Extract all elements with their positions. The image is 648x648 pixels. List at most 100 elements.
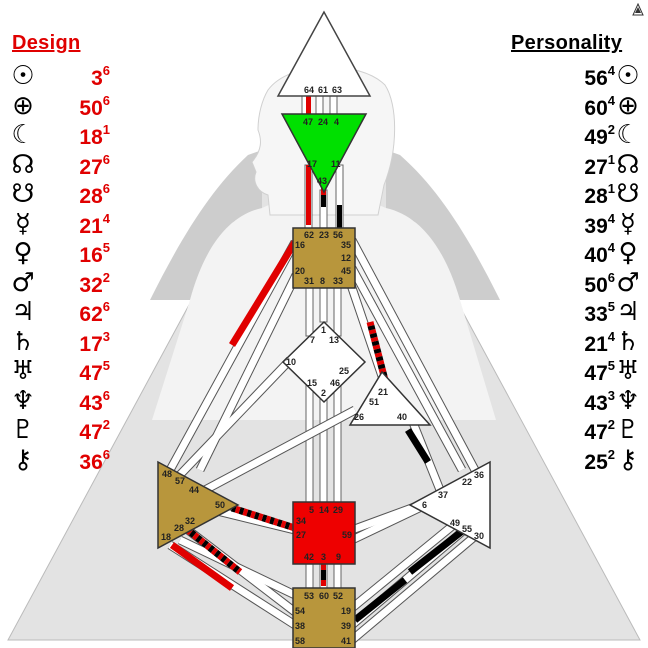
gate-label: 10 xyxy=(286,357,296,367)
design-activation-value: 506 xyxy=(50,89,110,123)
design-activation-value: 36 xyxy=(50,59,110,93)
gate-number: 47 xyxy=(79,362,103,385)
personality-activation-value: 506 xyxy=(555,266,615,300)
gate-label: 56 xyxy=(333,230,343,240)
line-number: 5 xyxy=(102,358,110,373)
gate-label: 63 xyxy=(332,85,342,95)
gate-number: 18 xyxy=(79,126,103,149)
gate-number: 17 xyxy=(79,332,103,356)
design-row-moon: ☾ 181 xyxy=(10,121,150,149)
design-activation-value: 165 xyxy=(50,236,110,270)
warning-triangle-icon[interactable] xyxy=(632,3,644,17)
north-node-icon: ☊ xyxy=(11,149,35,180)
gate-label: 21 xyxy=(378,387,388,397)
design-activation-value: 173 xyxy=(50,325,110,359)
chiron-icon: ⚷ xyxy=(13,444,33,475)
design-activation-value: 181 xyxy=(50,118,110,152)
activation-16 xyxy=(229,240,298,347)
gate-label: 20 xyxy=(295,266,305,276)
channel-2-14 xyxy=(319,394,328,506)
gate-number: 47 xyxy=(584,421,608,444)
activation-50b xyxy=(230,504,297,532)
gate-number: 47 xyxy=(584,362,608,385)
design-row-pluto: ♇472 xyxy=(10,416,150,444)
gate-label: 7 xyxy=(310,335,315,345)
mercury-icon: ☿ xyxy=(15,208,31,239)
activation-28 xyxy=(185,527,243,575)
line-number: 6 xyxy=(102,387,110,403)
personality-row-south-node: ☋281 xyxy=(505,180,645,208)
design-row-mercury: ☿ 214 xyxy=(10,210,150,238)
design-activation-value: 276 xyxy=(50,148,110,182)
solar-plexus-center xyxy=(408,460,491,550)
personality-activation-value: 271 xyxy=(555,148,615,182)
design-row-mars: ♂322 xyxy=(10,269,150,297)
personality-row-neptune: ♆433 xyxy=(505,387,645,415)
line-number: 5 xyxy=(607,358,615,373)
gate-label: 55 xyxy=(462,524,472,534)
gate-label: 3 xyxy=(321,552,326,562)
design-activation-value: 366 xyxy=(50,443,110,477)
personality-row-earth: ⊕604 xyxy=(505,92,645,120)
gate-label: 43 xyxy=(317,176,327,186)
line-number: 6 xyxy=(607,269,615,285)
gate-label: 22 xyxy=(462,477,472,487)
design-activation-value: 475 xyxy=(50,354,110,388)
personality-activation-value: 335 xyxy=(555,295,615,329)
activation-50 xyxy=(230,504,297,532)
throat-center xyxy=(292,227,356,289)
gate-number: 47 xyxy=(79,421,103,444)
activation-39 xyxy=(352,577,408,623)
gate-label: 16 xyxy=(295,240,305,250)
gate-label: 9 xyxy=(336,552,341,562)
line-number: 3 xyxy=(102,328,110,344)
gate-label: 25 xyxy=(339,366,349,376)
gate-number: 21 xyxy=(79,214,103,238)
gate-label: 47 xyxy=(303,117,313,127)
moon-icon: ☾ xyxy=(11,120,35,150)
gate-label: 35 xyxy=(341,240,351,250)
gate-number: 62 xyxy=(79,303,103,326)
design-row-jupiter: ♃626 xyxy=(10,298,150,326)
personality-activation-value: 564 xyxy=(555,59,615,93)
personality-title: Personality xyxy=(511,32,623,54)
silhouette-shade-right xyxy=(386,150,500,300)
gate-label: 29 xyxy=(333,505,343,515)
gate-label: 14 xyxy=(319,505,329,515)
personality-activation-value: 492 xyxy=(555,118,615,152)
sun-icon: ☉ xyxy=(616,61,640,91)
personality-activation-value: 281 xyxy=(555,177,615,211)
silhouette-shade-left xyxy=(150,150,262,300)
line-number: 6 xyxy=(102,299,110,314)
gate-label: 45 xyxy=(341,266,351,276)
line-number: 4 xyxy=(607,328,615,344)
design-row-earth: ⊕506 xyxy=(10,92,150,120)
personality-row-uranus: ♅475 xyxy=(505,357,645,385)
design-row-south-node: ☋286 xyxy=(10,180,150,208)
venus-icon: ♀ xyxy=(13,238,33,268)
design-title: Design xyxy=(12,32,81,54)
gate-label: 1 xyxy=(321,325,326,335)
neptune-icon: ♆ xyxy=(616,385,640,416)
gate-label: 51 xyxy=(369,397,379,407)
design-row-north-node: ☊ 276 xyxy=(10,151,150,179)
line-number: 5 xyxy=(607,299,615,314)
personality-activation-value: 433 xyxy=(555,384,615,418)
design-activation-value: 214 xyxy=(50,207,110,241)
gate-label: 50 xyxy=(215,500,225,510)
channel-31-7 xyxy=(305,285,314,337)
activation-21b xyxy=(366,321,389,381)
channel-9-52 xyxy=(333,561,342,591)
channel-61-24 xyxy=(315,95,324,117)
activation-11 xyxy=(337,205,342,230)
personality-row-north-node: ☊271 xyxy=(505,151,645,179)
channel-33-13 xyxy=(333,285,342,337)
line-number: 2 xyxy=(607,122,615,137)
gate-label: 60 xyxy=(319,591,329,601)
mercury-icon: ☿ xyxy=(620,208,636,239)
personality-activation-value: 214 xyxy=(555,325,615,359)
pluto-icon: ♇ xyxy=(616,415,640,445)
line-number: 6 xyxy=(102,446,110,462)
earth-icon: ⊕ xyxy=(617,90,639,121)
